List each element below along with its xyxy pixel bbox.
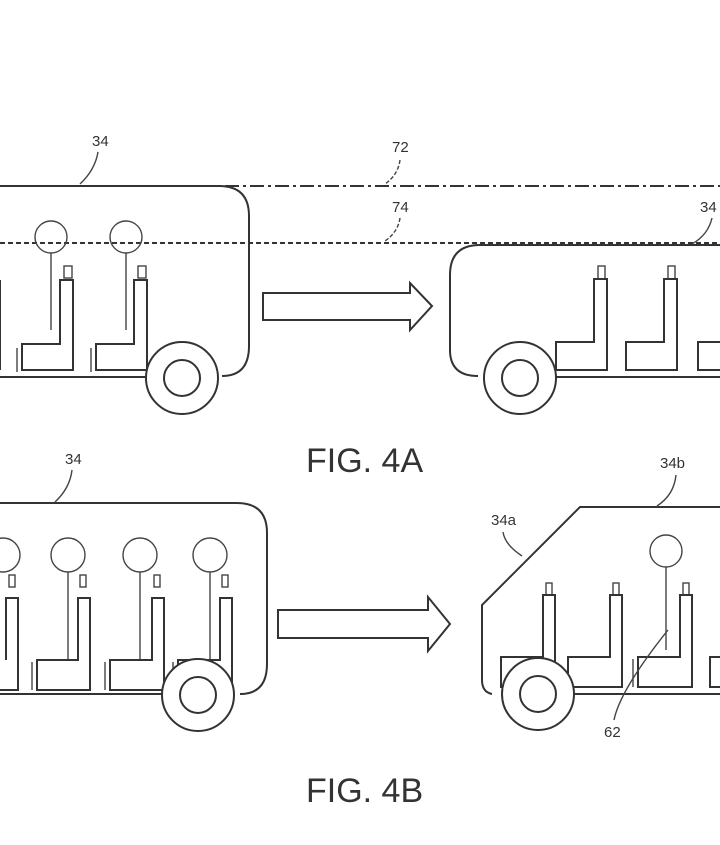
wheel [484,342,556,414]
fig-4b: 34 [0,451,720,810]
vehicle-before-4b [0,503,267,731]
label-34a: 34a [491,512,517,529]
vehicle-before-4a [0,186,249,414]
vehicle-after-4a [450,245,720,414]
figure-caption-4b: FIG. 4B [306,772,423,810]
label-72: 72 [392,139,409,156]
passenger [0,538,20,690]
transition-arrow-4a [263,283,432,330]
label-62: 62 [604,724,621,741]
empty-seat [556,266,607,370]
label-34b: 34b [660,455,685,472]
wheel [146,342,218,414]
passenger [32,538,90,690]
transition-arrow-4b [278,597,450,651]
label-34-after: 34 [700,199,717,216]
vehicle-after-4b [482,507,720,730]
empty-seat [626,266,677,370]
label-34-before: 34 [92,133,109,150]
figure-caption-4a: FIG. 4A [306,442,423,480]
empty-seat [568,583,622,687]
label-34-4b: 34 [65,451,82,468]
label-74: 74 [392,199,409,216]
passenger [105,538,164,690]
fig-4a: 34 72 74 34 FIG. 4A [0,133,720,480]
wheel [162,659,234,731]
wheel [502,658,574,730]
